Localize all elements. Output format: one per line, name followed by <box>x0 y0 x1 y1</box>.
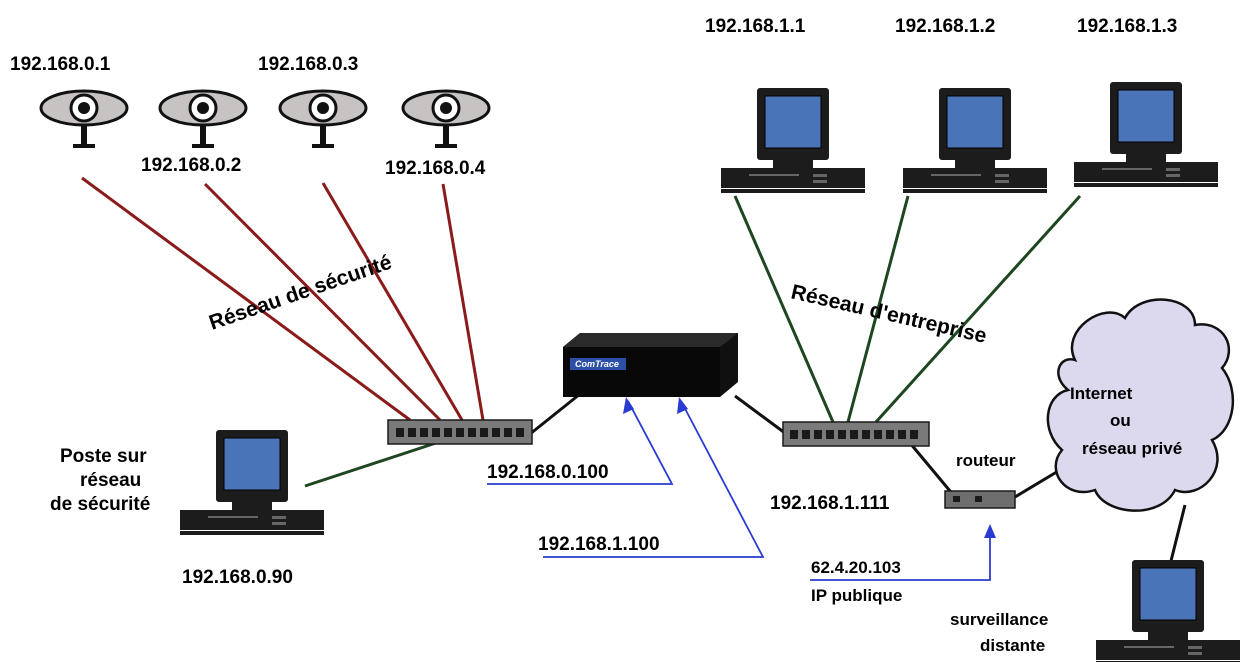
device-ip-security: 192.168.0.100 <box>487 462 609 483</box>
security-links <box>81 176 485 422</box>
router <box>944 490 1016 509</box>
security-post-ip: 192.168.0.90 <box>182 567 293 588</box>
camera-3 <box>278 89 368 150</box>
camera-eye-icon <box>401 89 491 150</box>
computer-icon <box>720 87 866 194</box>
device-ip-enterprise: 192.168.1.100 <box>538 534 660 555</box>
security-post-label-line3: de sécurité <box>50 494 150 515</box>
workstation-2 <box>902 87 1048 194</box>
router-public-ip: 62.4.20.103 <box>811 558 901 577</box>
arrowhead-ip-enterprise <box>677 397 688 414</box>
annotation-arrow-ip-security <box>487 400 674 485</box>
computer-icon <box>902 87 1048 194</box>
link-camera-1 <box>81 176 411 422</box>
cloud-icon <box>1046 298 1235 512</box>
computer-icon <box>1095 559 1241 662</box>
link-workstation-1 <box>733 195 835 423</box>
link-camera-2 <box>203 182 442 422</box>
link-camera-4 <box>441 183 485 421</box>
cloud-label-line2: ou <box>1110 411 1131 430</box>
annotation-arrow-ip-enterprise <box>543 400 765 558</box>
annotation-arrowheads <box>623 397 996 538</box>
camera-eye-icon <box>39 89 129 150</box>
camera-2 <box>158 89 248 150</box>
link-workstation-3 <box>874 194 1082 424</box>
enterprise-links <box>304 194 1082 488</box>
link-switch2-router <box>908 442 957 498</box>
router-public-ip-label: IP publique <box>811 586 902 605</box>
central-device: ComTrace <box>563 333 738 397</box>
link-workstation-2 <box>846 195 910 423</box>
camera-4-ip: 192.168.0.4 <box>385 158 486 179</box>
link-security-post <box>304 438 446 488</box>
camera-eye-icon <box>158 89 248 150</box>
security-post-label-line1: Poste sur <box>60 446 147 467</box>
link-cloud-remote <box>1168 504 1187 566</box>
computer-icon <box>179 429 325 536</box>
camera-4 <box>401 89 491 150</box>
security-network-label: Réseau de sécurité <box>206 251 394 335</box>
enterprise-network-label: Réseau d'entreprise <box>789 280 989 347</box>
arrowhead-public-ip <box>984 524 996 538</box>
remote-label-line1: surveillance <box>950 610 1048 629</box>
camera-3-ip: 192.168.0.3 <box>258 54 358 75</box>
camera-2-ip: 192.168.0.2 <box>141 155 241 176</box>
enterprise-switch-ip: 192.168.1.111 <box>770 493 890 514</box>
workstation-2-ip: 192.168.1.2 <box>895 16 995 37</box>
cloud-label-line1: Internet <box>1070 384 1133 403</box>
enterprise-switch <box>782 421 930 447</box>
workstation-3-ip: 192.168.1.3 <box>1077 16 1177 37</box>
link-camera-3 <box>321 182 464 421</box>
computer-icon <box>1073 81 1219 188</box>
security-switch <box>387 419 533 445</box>
remote-surveillance-pc <box>1095 559 1241 662</box>
camera-eye-icon <box>278 89 368 150</box>
security-post-label-line2: réseau <box>80 470 141 491</box>
remote-label-line2: distante <box>980 636 1045 655</box>
workstation-3 <box>1073 81 1219 188</box>
camera-1 <box>39 89 129 150</box>
device-brand: ComTrace <box>575 359 619 369</box>
link-device-switch2 <box>734 394 786 435</box>
router-label: routeur <box>956 451 1016 470</box>
workstation-1-ip: 192.168.1.1 <box>705 16 806 37</box>
workstation-1 <box>720 87 866 194</box>
security-post <box>179 429 325 536</box>
camera-1-ip: 192.168.0.1 <box>10 54 111 75</box>
annotations <box>487 400 991 581</box>
arrowhead-ip-security <box>623 397 634 414</box>
annotation-arrow-public-ip <box>810 532 991 581</box>
link-switch1-device <box>529 392 581 436</box>
cloud-label-line3: réseau privé <box>1082 439 1182 458</box>
